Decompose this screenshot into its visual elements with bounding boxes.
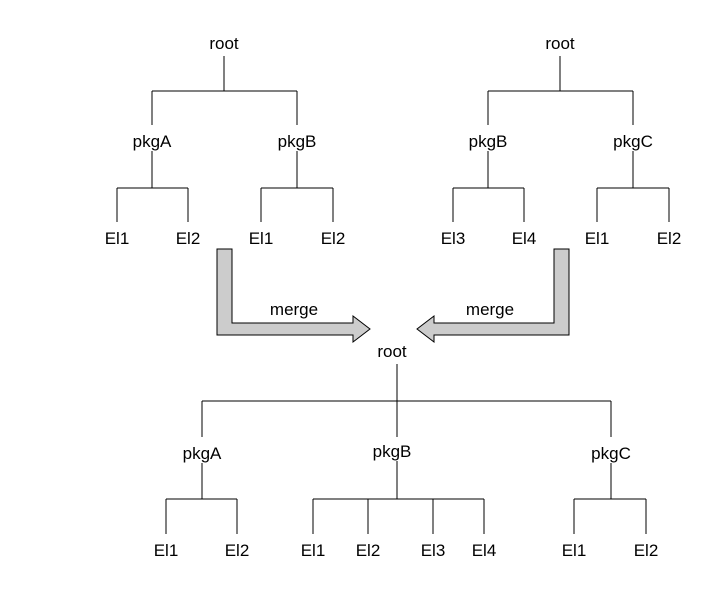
right-tree-edges — [452, 56, 670, 222]
left-merge-arrow — [216, 248, 371, 344]
merged-pkga-label: pkgA — [183, 444, 222, 463]
left-pkgb-child-1: El1 — [249, 229, 274, 248]
merged-pkga-child-1: El1 — [154, 541, 179, 560]
merged-pkgb-child-1: El1 — [301, 541, 326, 560]
right-root-label: root — [545, 34, 575, 53]
merged-pkgc-child-2: El2 — [634, 541, 659, 560]
left-pkgb-label: pkgB — [278, 132, 317, 151]
merged-root-label: root — [377, 342, 407, 361]
left-pkgb-child-2: El2 — [321, 229, 346, 248]
merged-pkgb-child-3: El3 — [421, 541, 446, 560]
left-pkga-child-2: El2 — [176, 229, 201, 248]
left-pkga-label: pkgA — [133, 132, 172, 151]
left-pkga-child-1: El1 — [105, 229, 130, 248]
merged-pkgc-label: pkgC — [591, 444, 631, 463]
merge-arrows: merge merge — [216, 248, 570, 344]
merged-pkga-child-2: El2 — [225, 541, 250, 560]
right-pkgc-child-2: El2 — [657, 229, 682, 248]
merged-pkgc-child-1: El1 — [562, 541, 587, 560]
right-merge-label: merge — [466, 300, 514, 319]
right-tree: root pkgB pkgC El3 El4 El1 El2 — [441, 34, 682, 248]
left-merge-label: merge — [270, 300, 318, 319]
merged-tree-edges — [165, 364, 647, 534]
merged-tree: root pkgA pkgB pkgC El1 El2 El1 El2 El3 … — [154, 342, 659, 560]
left-tree: root pkgA pkgB El1 El2 El1 El2 — [105, 34, 346, 248]
right-pkgc-child-1: El1 — [585, 229, 610, 248]
merged-pkgb-child-4: El4 — [472, 541, 497, 560]
merged-pkgb-label: pkgB — [373, 442, 412, 461]
right-pkgb-label: pkgB — [469, 132, 508, 151]
merged-pkgb-child-2: El2 — [356, 541, 381, 560]
left-root-label: root — [209, 34, 239, 53]
right-pkgb-child-1: El3 — [441, 229, 466, 248]
right-pkgc-label: pkgC — [613, 132, 653, 151]
right-pkgb-child-2: El4 — [512, 229, 537, 248]
right-merge-arrow — [416, 248, 570, 344]
left-tree-edges — [116, 56, 334, 222]
